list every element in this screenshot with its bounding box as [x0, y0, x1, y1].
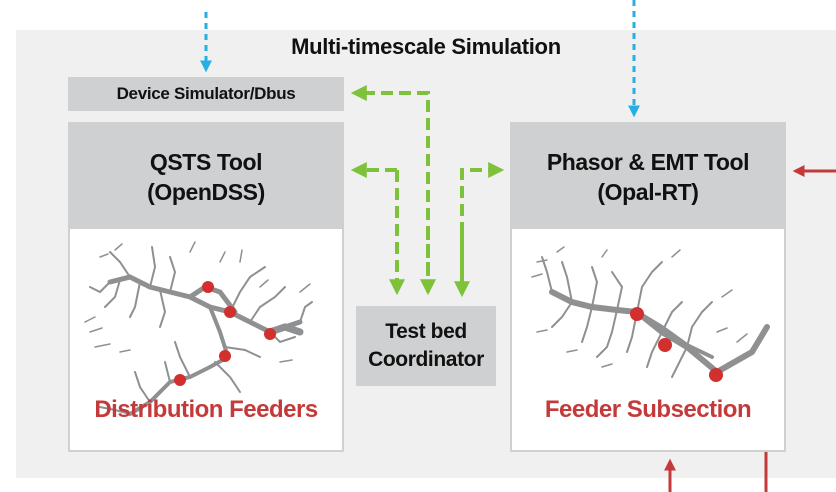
qsts-tool-name: QSTS Tool: [149, 148, 263, 175]
blue-input-arrows: [200, 0, 640, 118]
feeder-subsection-caption: Feeder Subsection: [544, 396, 752, 423]
phasor-emt-tool-name: Phasor & EMT Tool: [546, 148, 750, 175]
feeder-subsection-nodes: [630, 307, 723, 382]
qsts-tool-panel: QSTS Tool (OpenDSS) Distribution Feeders: [68, 122, 344, 452]
phasor-emt-tool-panel: Phasor & EMT Tool (Opal-RT) Feeder Subse…: [510, 122, 786, 452]
diagram-title: Multi-timescale Simulation: [291, 34, 561, 59]
red-input-arrows: [664, 165, 836, 492]
distribution-feeders-network: [84, 241, 313, 416]
green-coordination-arrows: [350, 85, 505, 298]
feeder-subsection-network: [531, 246, 770, 382]
coordinator-line2: Coordinator: [368, 348, 484, 371]
distribution-feeders-caption: Distribution Feeders: [94, 396, 318, 423]
distribution-feeder-nodes: [174, 281, 276, 386]
qsts-tool-software: (OpenDSS): [147, 178, 265, 205]
phasor-emt-tool-software: (Opal-RT): [597, 178, 699, 205]
device-simulator-box: Device Simulator/Dbus: [68, 77, 344, 111]
phasor-emt-tool-header: Phasor & EMT Tool (Opal-RT): [512, 124, 784, 229]
qsts-tool-header: QSTS Tool (OpenDSS): [70, 124, 342, 229]
coordinator-line1: Test bed: [385, 320, 467, 343]
test-bed-coordinator-box: Test bed Coordinator: [356, 306, 496, 386]
